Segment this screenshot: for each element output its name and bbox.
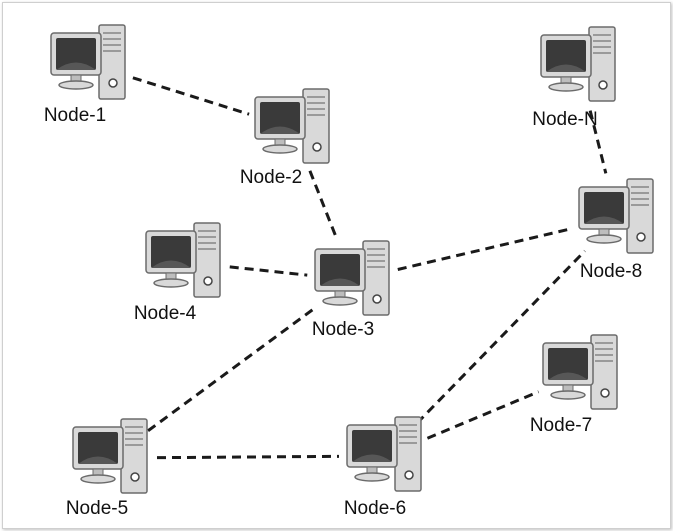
node-label-n: Node-N [532,109,598,130]
node-label-3: Node-3 [311,319,375,340]
link-node-n-node-8 [588,110,608,174]
node-label-8: Node-8 [579,261,643,282]
node-label-4: Node-4 [133,303,197,324]
node-label-6: Node-6 [343,498,407,519]
link-node-6-node-8 [416,249,586,425]
link-node-2-node-3 [308,170,338,238]
computer-node-8[interactable] [561,177,671,257]
computer-node-n[interactable] [523,25,633,105]
computer-node-5[interactable] [55,417,165,497]
node-label-7: Node-7 [529,415,593,436]
computer-node-3[interactable] [297,239,407,319]
node-label-2: Node-2 [239,167,303,188]
link-node-5-node-6 [156,454,340,460]
network-links [132,76,608,460]
computer-node-1[interactable] [33,23,143,103]
computer-node-2[interactable] [237,87,347,167]
link-node-5-node-3 [147,306,317,432]
node-label-5: Node-5 [65,498,129,519]
link-node-3-node-8 [397,227,573,271]
computer-node-7[interactable] [525,333,635,413]
link-node-6-node-7 [426,390,540,440]
link-node-4-node-3 [229,265,308,277]
node-label-1: Node-1 [43,105,107,126]
computer-node-4[interactable] [128,221,238,301]
link-node-1-node-2 [132,76,250,116]
computer-node-6[interactable] [329,415,439,495]
